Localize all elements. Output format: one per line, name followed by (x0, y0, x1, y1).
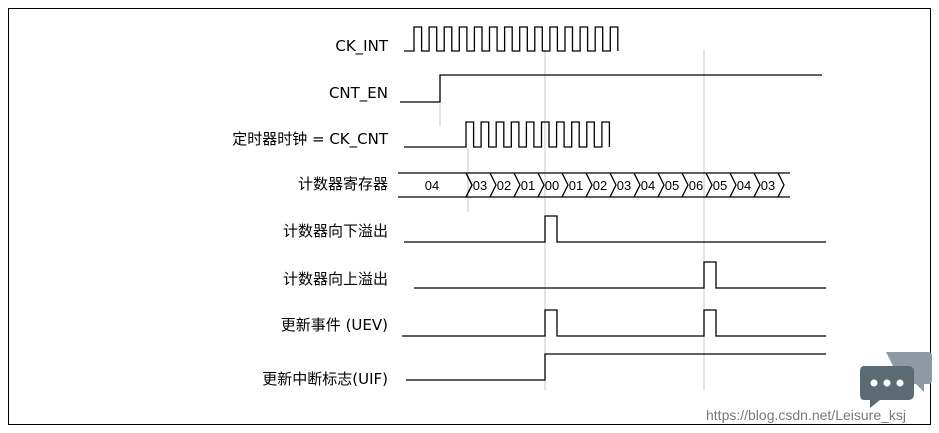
counter-segment-13 (753, 172, 778, 198)
cnt-en-waveform (400, 74, 822, 103)
signal-label-cnt-en: CNT_EN (328, 84, 388, 102)
counter-segment-1 (465, 172, 490, 198)
counter-segment-11 (705, 172, 730, 198)
counter-segment-8 (633, 172, 658, 198)
chat-bubble-icon (858, 350, 934, 410)
signal-label-underflow: 计数器向下溢出 (282, 222, 388, 240)
counter-value-2: 02 (497, 178, 511, 193)
uif-waveform (406, 353, 826, 381)
watermark-url: https://blog.csdn.net/Leisure_ksj (706, 407, 907, 423)
counter-bus-tail (777, 172, 790, 198)
counter-value-5: 01 (569, 178, 583, 193)
signal-label-ck-int: CK_INT (335, 37, 388, 55)
counter-value-12: 04 (737, 178, 751, 193)
counter-segment-4 (537, 172, 562, 198)
counter-value-9: 05 (665, 178, 679, 193)
counter-value-11: 05 (713, 178, 727, 193)
signal-label-overflow: 计数器向上溢出 (282, 270, 388, 288)
ck-int-waveform (404, 26, 619, 52)
counter-segment-2 (489, 172, 514, 198)
counter-value-1: 03 (473, 178, 487, 193)
counter-segment-5 (561, 172, 586, 198)
counter-value-0: 04 (425, 178, 439, 193)
underflow-waveform (404, 215, 826, 243)
signal-label-counter-register: 计数器寄存器 (297, 175, 388, 193)
ck-cnt-waveform (404, 121, 611, 148)
counter-value-4: 00 (545, 178, 559, 193)
counter-value-3: 01 (521, 178, 535, 193)
diagram-frame (8, 8, 931, 425)
overflow-waveform (414, 261, 826, 289)
counter-segment-9 (657, 172, 682, 198)
counter-segment-3 (513, 172, 538, 198)
signal-label-update-interrupt-flag: 更新中断标志(UIF) (262, 370, 388, 388)
uev-waveform (402, 309, 826, 337)
signal-label-update-event: 更新事件 (UEV) (280, 316, 388, 334)
counter-segment-12 (729, 172, 754, 198)
counter-segment-7 (609, 172, 634, 198)
counter-segment-6 (585, 172, 610, 198)
waveform-lines (400, 26, 826, 381)
counter-value-8: 04 (641, 178, 655, 193)
counter-bus: 04 03 02 01 00 01 02 03 04 05 06 05 04 03 (398, 172, 790, 198)
counter-value-6: 02 (593, 178, 607, 193)
counter-value-10: 06 (689, 178, 703, 193)
counter-value-7: 03 (617, 178, 631, 193)
timing-markers (439, 50, 705, 390)
signal-label-ck-cnt: 定时器时钟 = CK_CNT (232, 130, 388, 148)
counter-segment-10 (681, 172, 706, 198)
counter-value-13: 03 (761, 178, 775, 193)
